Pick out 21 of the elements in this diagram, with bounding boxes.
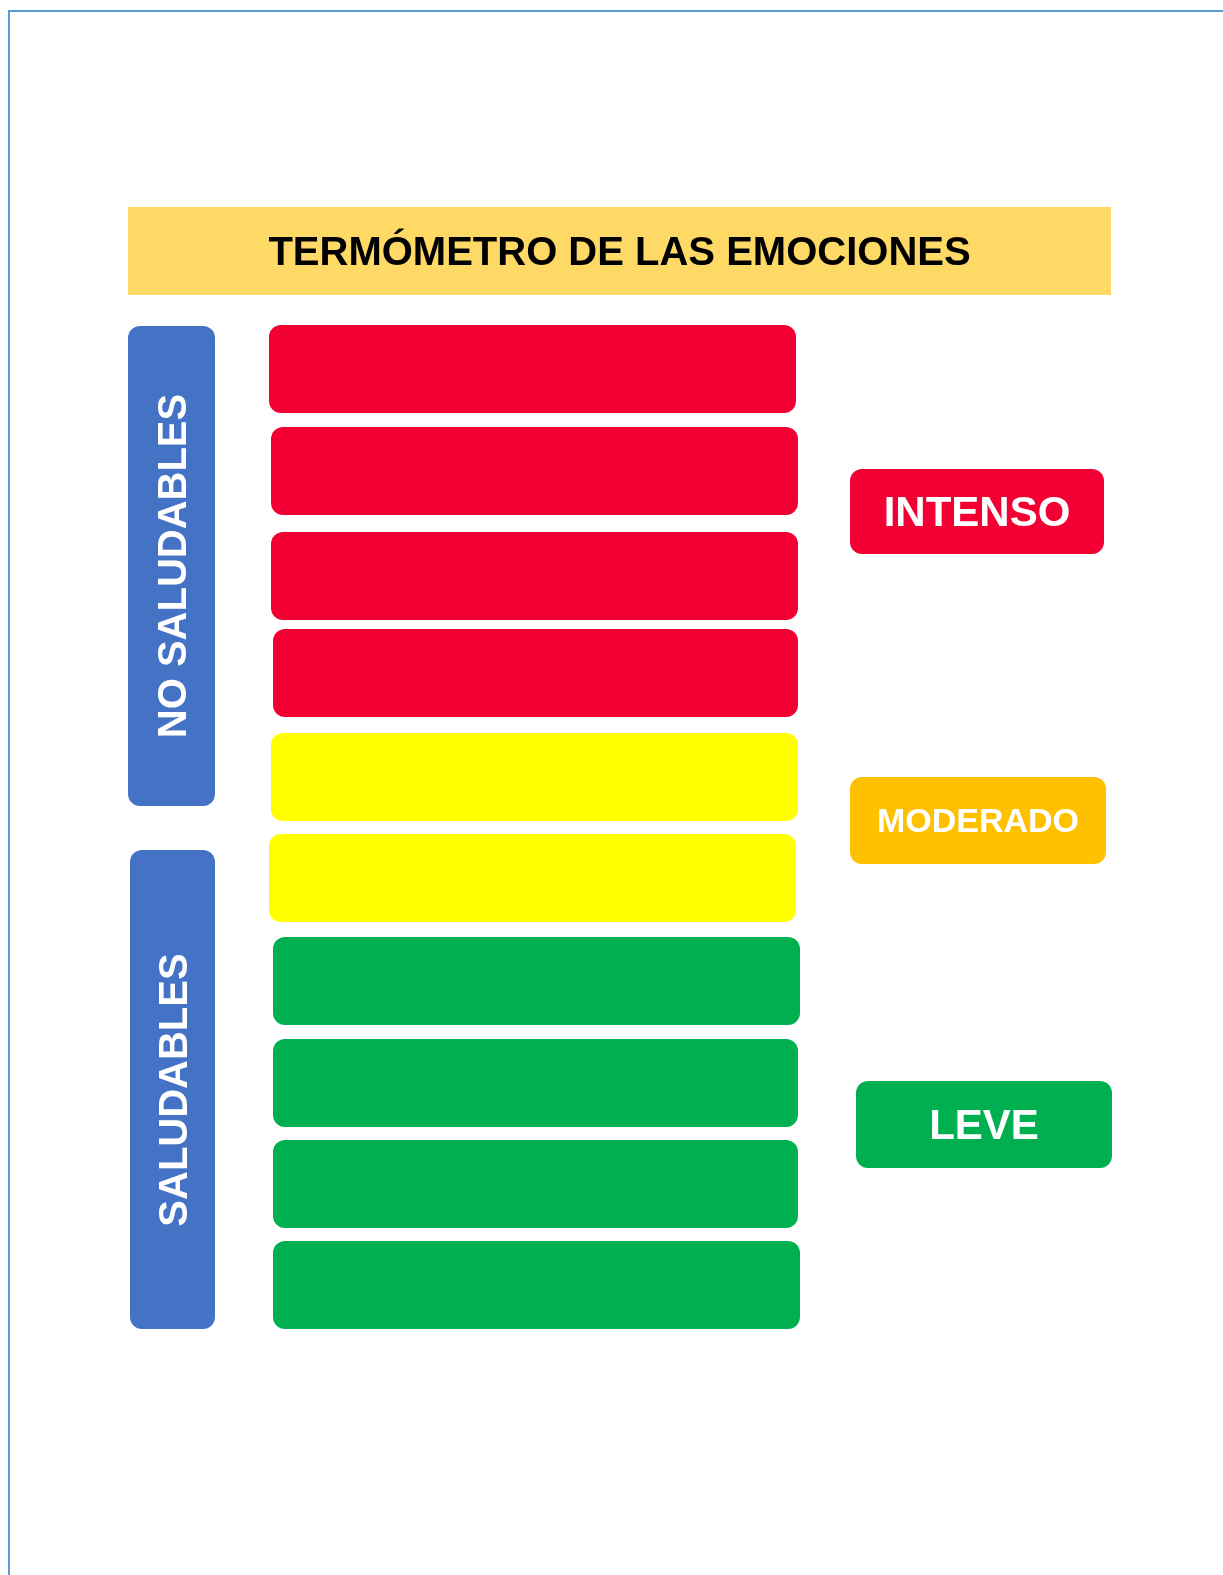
level-badge <box>856 1081 1112 1168</box>
level-label: LEVE <box>929 1100 1039 1149</box>
level-badge <box>850 777 1106 864</box>
level-bar <box>273 1039 798 1127</box>
level-label: INTENSO <box>883 487 1071 536</box>
category-label: SALUDABLES <box>150 952 195 1227</box>
level-bar <box>271 427 798 515</box>
level-bar <box>273 1241 800 1329</box>
category-label: NO SALUDABLES <box>149 393 194 739</box>
category-band <box>130 850 215 1329</box>
level-bar <box>271 532 798 620</box>
level-bar <box>273 1140 798 1228</box>
level-label: MODERADO <box>876 801 1080 840</box>
level-bar <box>269 325 796 413</box>
category-band <box>128 326 215 806</box>
level-bar <box>269 834 796 922</box>
level-bar <box>273 629 798 717</box>
level-bar <box>271 733 798 821</box>
title: TERMÓMETRO DE LAS EMOCIONES <box>268 228 971 274</box>
level-bar <box>273 937 800 1025</box>
level-badge <box>850 469 1104 554</box>
